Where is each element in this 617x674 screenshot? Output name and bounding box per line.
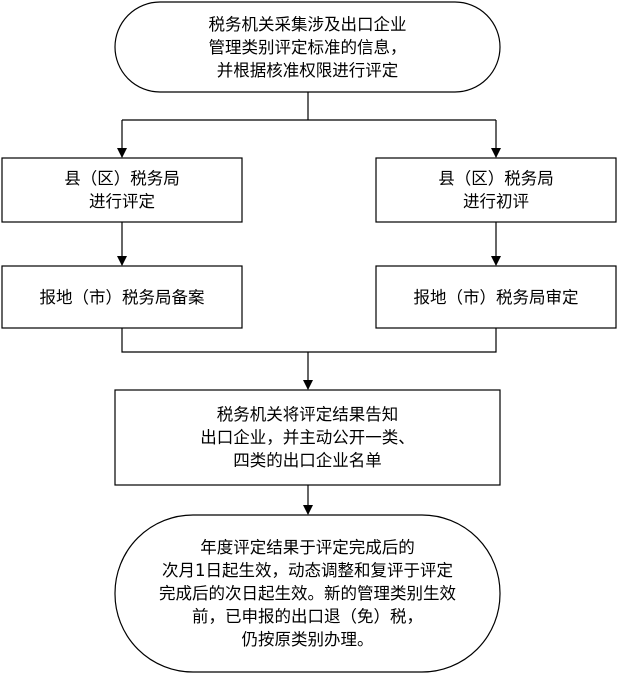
end-terminator	[114, 514, 501, 673]
left-file-text: 报地（市）税务局备案	[2, 266, 242, 328]
text-line: 报地（市）税务局备案	[39, 287, 205, 307]
connector-merge	[121, 328, 497, 353]
text-line: 县（区）税务局	[64, 169, 180, 188]
end-text: 年度评定结果于评定完成后的 次月1日起生效，动态调整和复评于评定 完成后的次日起…	[115, 515, 500, 672]
text-line: 并根据核准权限进行评定	[216, 60, 399, 80]
text-line: 税务机关采集涉及出口企业	[208, 14, 407, 34]
text-line: 出口企业，并主动公开一类、	[200, 428, 415, 447]
text-line: 次月1日起生效，动态调整和复评于评定	[162, 561, 453, 580]
right-approve-text: 报地（市）税务局审定	[376, 266, 616, 328]
right-evaluate-box	[375, 157, 617, 223]
text-line: 报地（市）税务局审定	[413, 287, 579, 307]
notify-text: 税务机关将评定结果告知 出口企业，并主动公开一类、 四类的出口企业名单	[115, 390, 500, 485]
connector-split	[122, 92, 496, 121]
text-line: 进行初评	[463, 192, 529, 211]
text-line: 税务机关将评定结果告知	[216, 405, 399, 424]
start-text: 税务机关采集涉及出口企业 管理类别评定标准的信息， 并根据核准权限进行评定	[115, 2, 500, 92]
text-line: 前，已申报的出口退（免）税，	[192, 607, 423, 626]
text-line: 管理类别评定标准的信息，	[208, 37, 407, 57]
notify-box	[114, 389, 501, 486]
text-line: 年度评定结果于评定完成后的	[200, 538, 415, 557]
left-evaluate-text: 县（区）税务局 进行评定	[2, 158, 242, 222]
text-line: 进行评定	[89, 192, 155, 211]
text-line: 完成后的次日起生效。新的管理类别生效	[159, 584, 456, 603]
text-line: 县（区）税务局	[438, 169, 554, 188]
text-line: 四类的出口企业名单	[233, 451, 382, 470]
right-evaluate-text: 县（区）税务局 进行初评	[376, 158, 616, 222]
text-line: 仍按原类别办理。	[241, 630, 374, 649]
